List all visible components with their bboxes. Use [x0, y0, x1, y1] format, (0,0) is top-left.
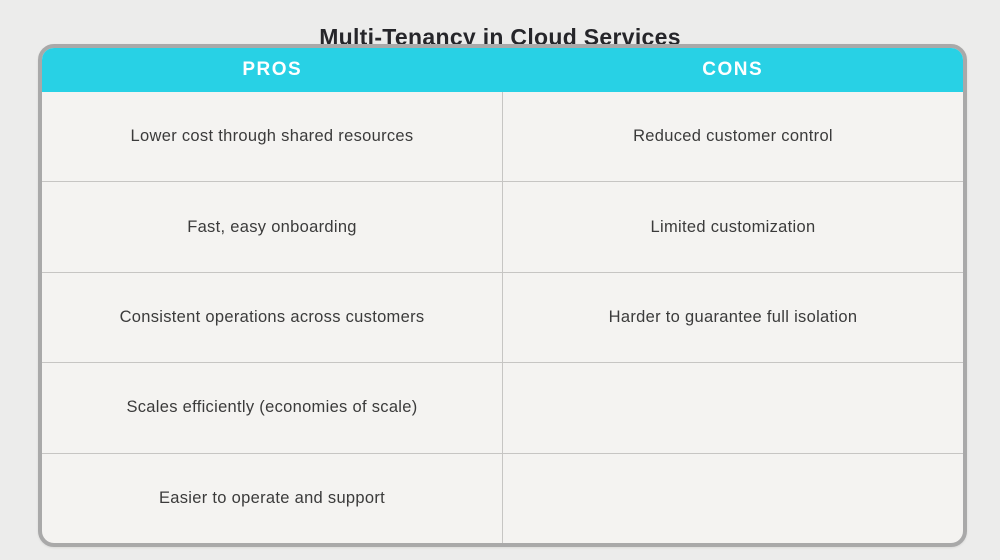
pros-cell: Consistent operations across customers: [42, 272, 503, 363]
cons-cell: Reduced customer control: [633, 127, 833, 146]
pros-column-header: PROS: [242, 59, 303, 80]
cons-column-header: CONS: [702, 59, 764, 80]
cons-cell: [503, 454, 963, 543]
table-row: Scales efficiently (economies of scale): [42, 362, 963, 453]
table-row: Lower cost through shared resources Redu…: [42, 92, 963, 182]
table-row: Easier to operate and support: [42, 452, 963, 543]
cons-cell: Limited customization: [650, 217, 816, 236]
table-body: Lower cost through shared resources Redu…: [42, 92, 963, 543]
pros-cell: Easier to operate and support: [42, 453, 503, 543]
table-row: Consistent operations across customers H…: [42, 271, 963, 363]
pros-cell: Lower cost through shared resources: [42, 92, 503, 182]
pros-cell: Fast, easy onboarding: [42, 182, 503, 272]
cons-cell: [503, 363, 963, 452]
table-row: Fast, easy onboarding Limited customizat…: [42, 181, 963, 272]
table-header-row: PROS CONS: [42, 48, 963, 92]
cons-cell: Harder to guarantee full isolation: [608, 308, 858, 327]
pros-cell: Scales efficiently (economies of scale): [42, 363, 503, 453]
pros-cons-table: PROS CONS Lower cost through shared reso…: [38, 44, 967, 547]
